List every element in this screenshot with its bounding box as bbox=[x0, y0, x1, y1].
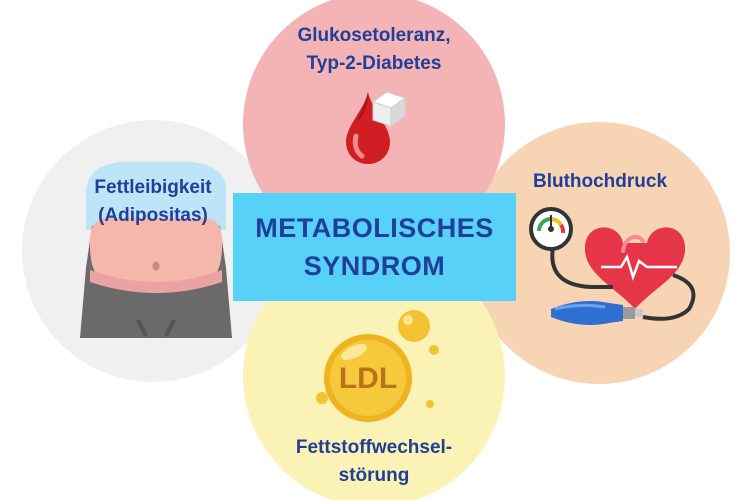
metabolic-syndrome-title-box: METABOLISCHES SYNDROM bbox=[233, 193, 516, 301]
title-line2: SYNDROM bbox=[303, 251, 446, 281]
obesity-label-line1: Fettleibigkeit bbox=[94, 177, 212, 198]
glucose-label-line2: Typ-2-Diabetes bbox=[306, 53, 442, 74]
dyslipidemia-label: Fettstoffwechsel- störung bbox=[253, 434, 495, 490]
hypertension-label-line1: Bluthochdruck bbox=[532, 171, 668, 192]
belly-icon bbox=[80, 162, 232, 338]
dyslipidemia-label-line1: Fettstoffwechsel- bbox=[295, 437, 453, 458]
ldl-badge: LDL bbox=[338, 362, 398, 395]
obesity-label: Fettleibigkeit (Adipositas) bbox=[60, 174, 246, 230]
ldl-bubble-icon bbox=[316, 310, 439, 422]
dyslipidemia-label-line2: störung bbox=[338, 465, 410, 486]
glucose-label: Glukosetoleranz, Typ-2-Diabetes bbox=[253, 22, 495, 78]
glucose-label-line1: Glukosetoleranz, bbox=[297, 25, 451, 46]
blood-drop-sugar-cube-icon bbox=[346, 91, 407, 164]
hypertension-label: Bluthochdruck bbox=[510, 168, 690, 196]
obesity-label-line2: (Adipositas) bbox=[98, 205, 208, 226]
title-line1: METABOLISCHES bbox=[255, 213, 494, 243]
heart-blood-pressure-cuff-icon bbox=[529, 207, 696, 325]
